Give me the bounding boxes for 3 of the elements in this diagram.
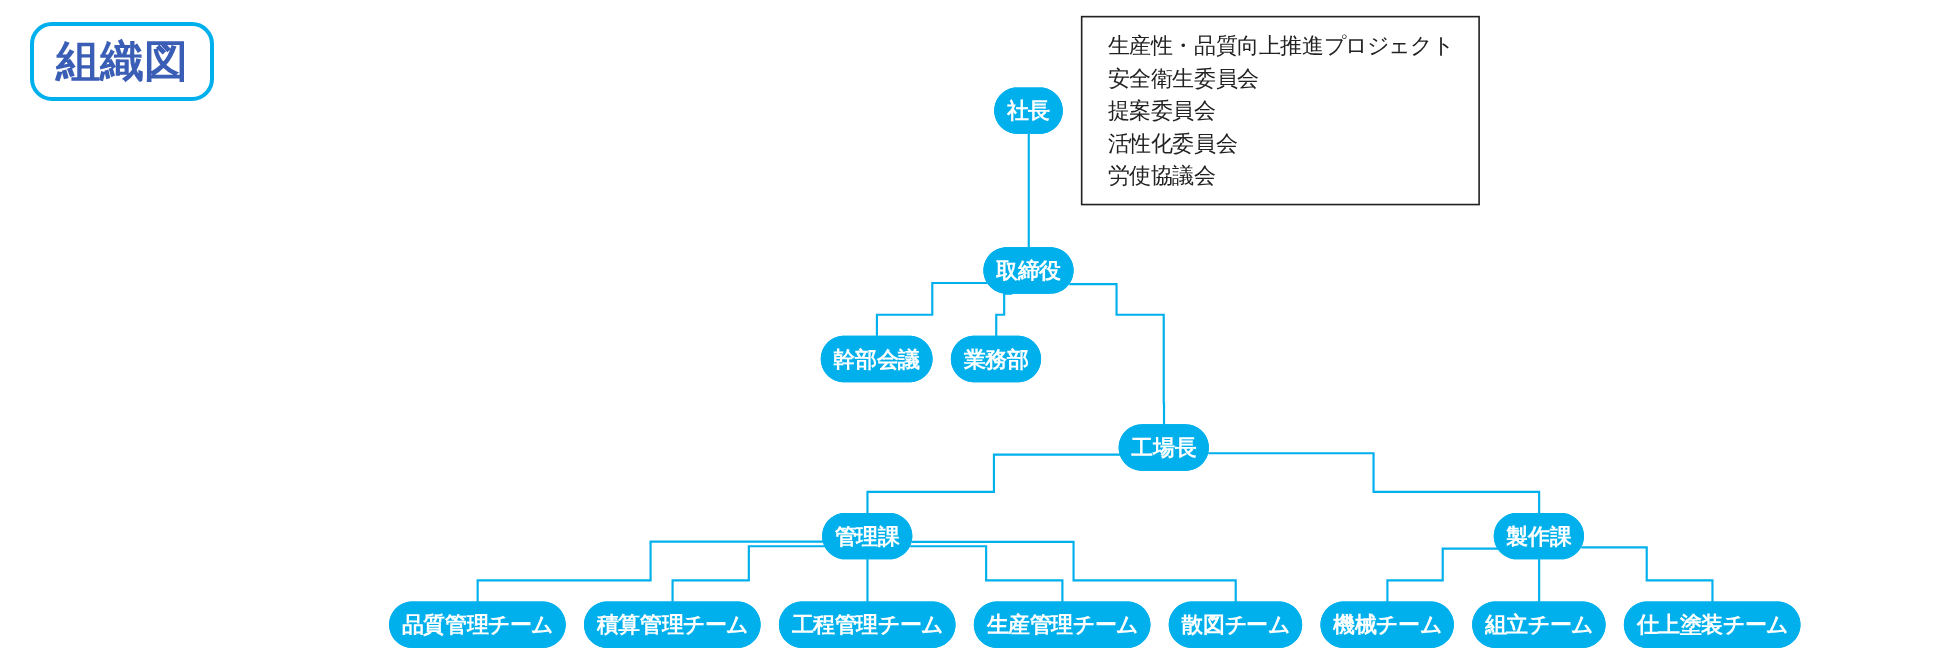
connector (876, 281, 989, 338)
diagram-title: 組織図 (30, 22, 214, 101)
node-box: 生産性・品質向上推進プロジェクト 安全衛生委員会 提案委員会 活性化委員会 労使協議会 (1081, 15, 1481, 206)
